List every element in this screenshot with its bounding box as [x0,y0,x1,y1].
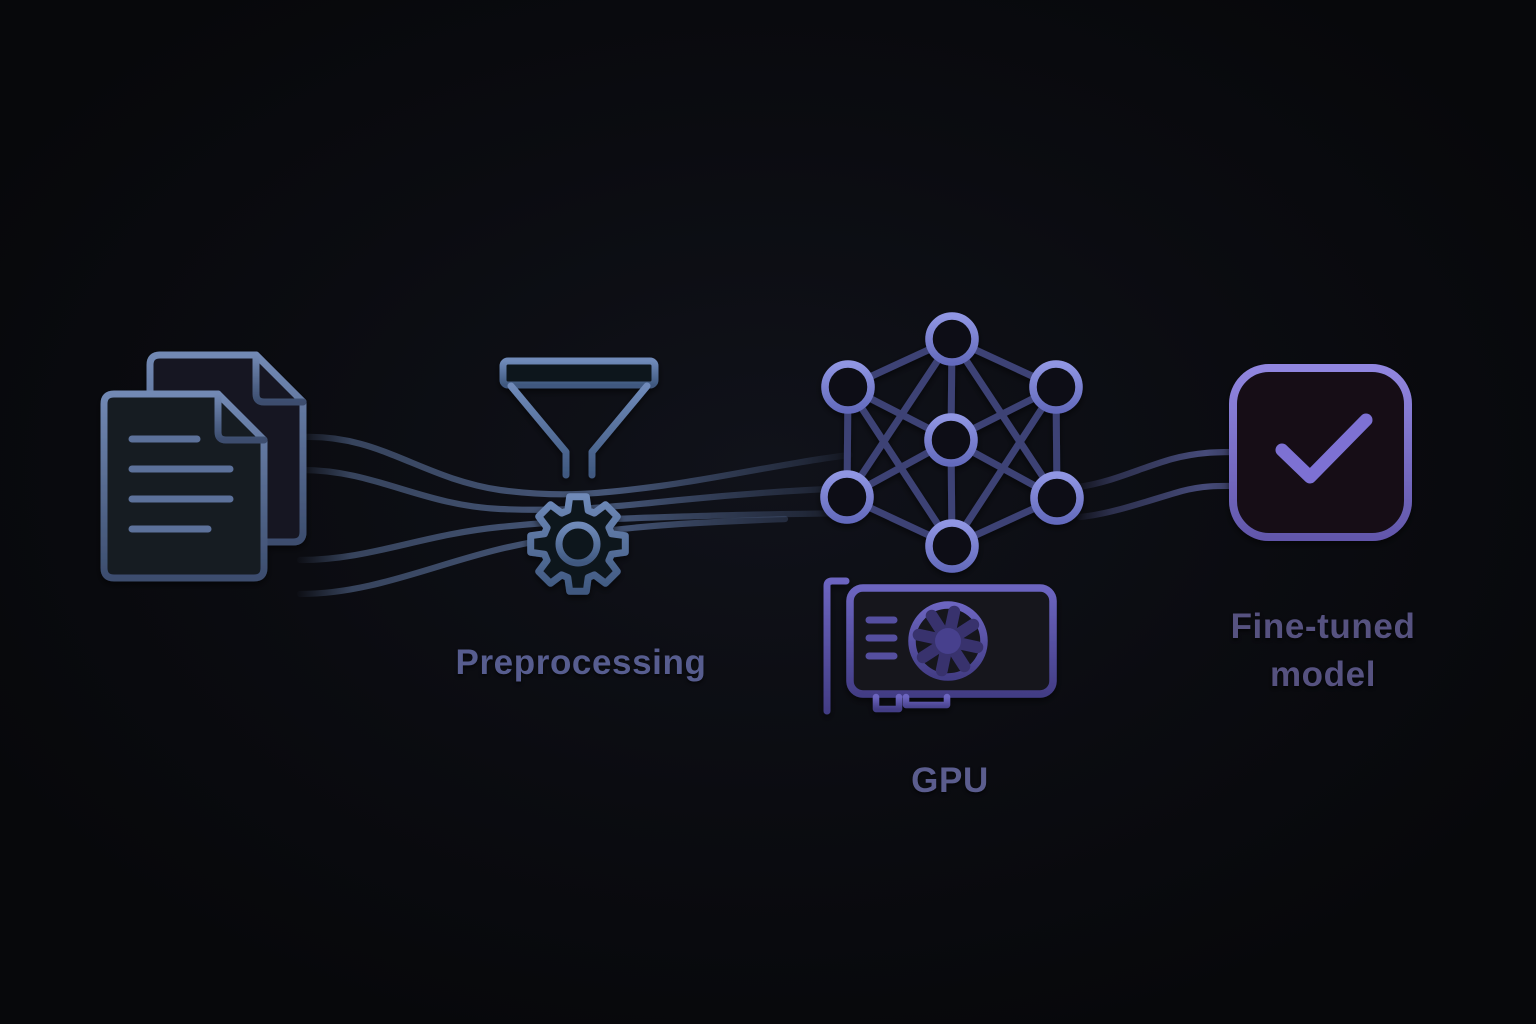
gpu-bracket [823,577,850,715]
checkmark-icon [1275,413,1373,484]
neural-network-icon [820,312,1084,573]
label-gpu: GPU [911,761,989,800]
label-fine-tuned-model: Fine-tuned model [1230,607,1416,694]
document-text-lines [128,435,234,533]
network-nodes [820,312,1084,573]
gpu-connector-pins [872,693,951,713]
documents-icon [100,351,307,582]
checkmark-square-icon [1229,364,1412,541]
gpu-fan [908,601,988,681]
funnel-icon [499,357,659,479]
label-preprocessing: Preprocessing [455,643,707,682]
gpu-io-slots [865,616,898,660]
flow-lines-right [1074,448,1241,521]
funnel-gear-icon [499,357,659,595]
gpu-card-icon [823,577,1057,715]
gear-icon [527,493,629,595]
document-front [100,390,268,582]
gpu-fan-blades [912,605,984,677]
gpu-fan-hub [935,628,961,654]
